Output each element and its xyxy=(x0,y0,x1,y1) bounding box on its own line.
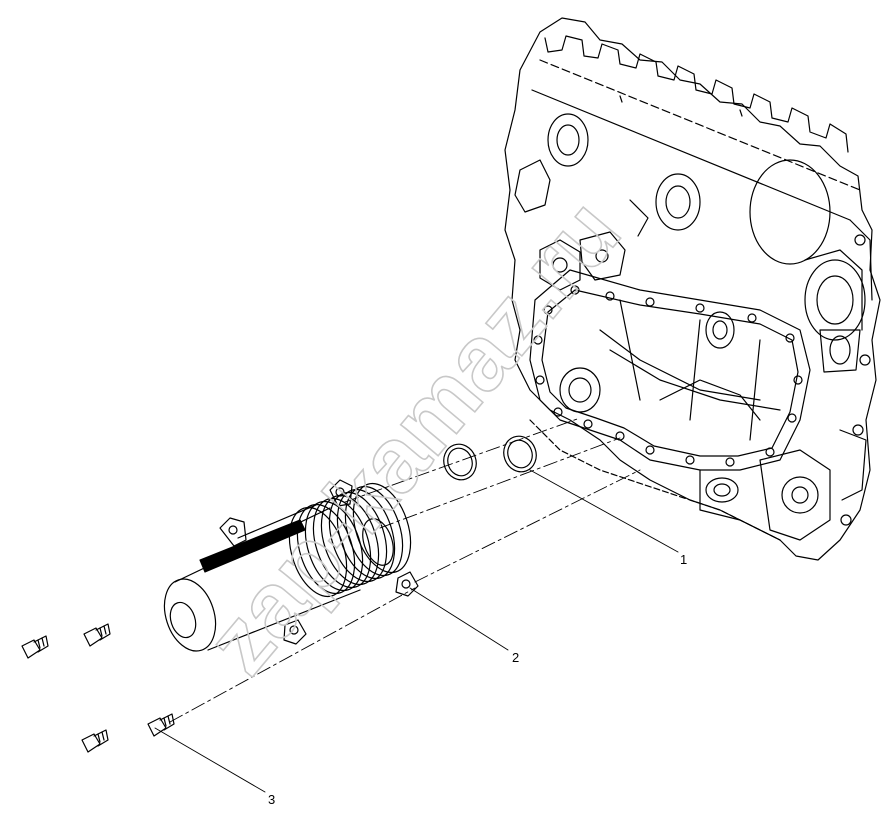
assembly-centerlines xyxy=(169,417,641,723)
bolt-1 xyxy=(21,635,49,659)
o-ring-seal-left xyxy=(443,443,477,481)
callout-3: 3 xyxy=(268,792,275,807)
o-ring-seal-right xyxy=(503,435,537,473)
bolt-2 xyxy=(83,623,111,647)
engine-block xyxy=(504,17,881,561)
watermark: zap-kamaz.ru xyxy=(187,181,640,693)
bolt-3 xyxy=(147,713,175,737)
leader-lines xyxy=(154,469,679,793)
callout-1: 1 xyxy=(680,552,687,567)
oil-cooler xyxy=(163,479,419,652)
callout-2: 2 xyxy=(512,650,519,665)
bolt-4 xyxy=(81,729,109,753)
